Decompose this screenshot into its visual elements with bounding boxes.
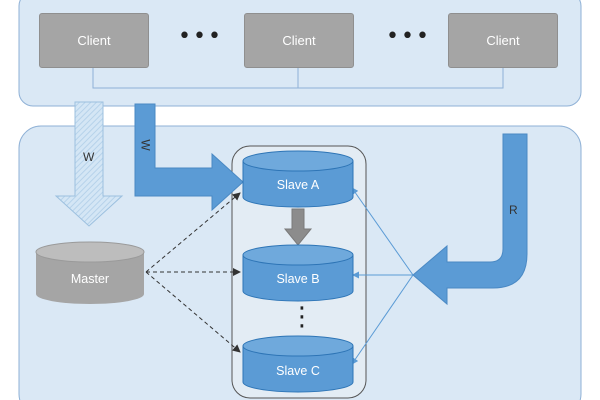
read-line-a (351, 187, 414, 276)
client-box-1: Client (39, 13, 149, 68)
client-connector (92, 66, 504, 89)
client-box-2: Client (244, 13, 354, 68)
write-label-rotated: W (138, 139, 153, 151)
ellipsis-2: ••• (386, 24, 431, 49)
write-arrow-to-master (54, 101, 124, 227)
client-label: Client (486, 33, 520, 48)
slave-b-database-icon (242, 244, 354, 302)
client-box-3: Client (448, 13, 558, 68)
write-label: W (83, 150, 95, 164)
slave-c-database-icon (242, 335, 354, 393)
slave-a-database-icon (242, 150, 354, 208)
sync-arrow-a-to-b (283, 208, 313, 246)
slave-b-label: Slave B (276, 272, 320, 286)
read-label: R (509, 203, 518, 217)
master-label: Master (70, 272, 110, 286)
slave-a-label: Slave A (276, 178, 320, 192)
master-database-icon (35, 241, 145, 304)
slave-c-label: Slave C (276, 364, 320, 378)
vertical-ellipsis: ⋮ (289, 302, 315, 332)
read-arrow (412, 133, 528, 306)
read-line-c (351, 274, 414, 365)
client-label: Client (77, 33, 111, 48)
write-arrow-to-slave-a (134, 103, 244, 212)
ellipsis-1: ••• (178, 24, 223, 49)
client-label: Client (282, 33, 316, 48)
